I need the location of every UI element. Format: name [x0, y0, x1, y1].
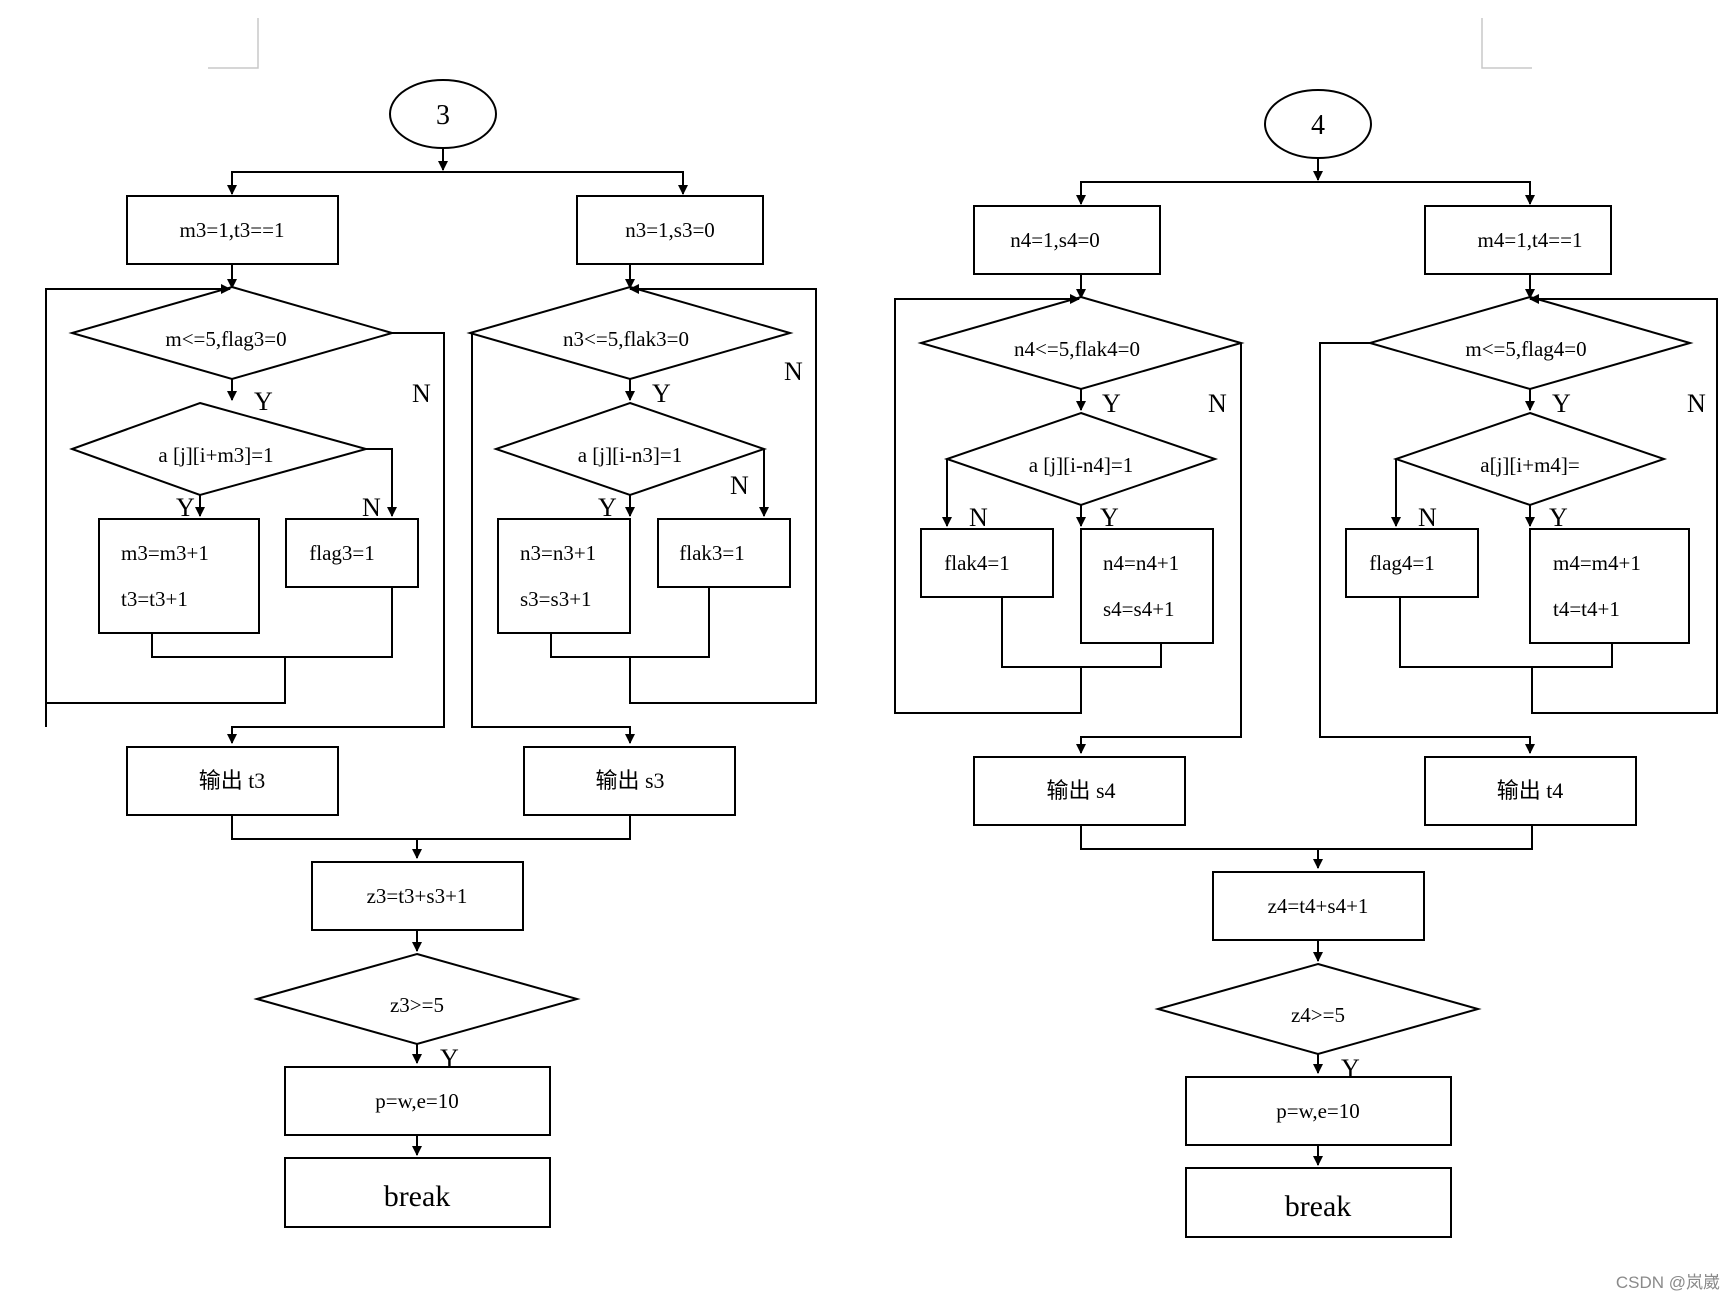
n4-cell-check-text: a [j][i-n4]=1 [1029, 453, 1134, 477]
break-box-3 [284, 1157, 551, 1228]
flak4-text: flak4=1 [944, 551, 1010, 575]
output-t4-box [1424, 756, 1637, 826]
m4-cell-check-text: a[j][i+m4]= [1480, 453, 1579, 477]
output-s3-text: 输出 s3 [595, 768, 664, 793]
n3-cell-check-text: a [j][i-n3]=1 [578, 443, 683, 467]
n4-init-box [973, 205, 1161, 275]
yes-label: Y [440, 1044, 459, 1073]
n3-init-box [576, 195, 764, 265]
yes-label: Y [254, 387, 273, 416]
watermark: CSDN @岚崴 [1616, 1273, 1720, 1292]
connector-3-label: 3 [436, 100, 450, 131]
no-label: N [969, 503, 988, 532]
page-corner-marks [208, 18, 1532, 69]
n3-loop-condition-text: n3<=5,flak3=0 [563, 327, 689, 351]
m3-increment-text: m3=m3+1 [121, 541, 209, 565]
flag3-box [285, 518, 419, 588]
break-text-4: break [1285, 1190, 1352, 1223]
flak3-text: flak3=1 [679, 541, 745, 565]
z3-condition-text: z3>=5 [390, 993, 444, 1017]
output-t4-text: 输出 t4 [1497, 778, 1564, 803]
z4-sum-text: z4=t4+s4+1 [1268, 894, 1369, 918]
no-label: N [1208, 389, 1227, 418]
yes-label: Y [176, 493, 195, 522]
t3-increment-text: t3=t3+1 [121, 587, 188, 611]
assign-text-4: p=w,e=10 [1276, 1099, 1360, 1123]
m3-init-box [126, 195, 339, 265]
m4-loop-condition-text: m<=5,flag4=0 [1465, 337, 1586, 361]
yes-label: Y [652, 379, 671, 408]
yes-label: Y [1549, 503, 1568, 532]
break-box-4 [1185, 1167, 1452, 1238]
flowchart-4: 4 n4=1,s4=0 n4<=5,flak4=0 Y a [j][i-n4]=… [894, 89, 1718, 1238]
n4-loop-condition-text: n4<=5,flak4=0 [1014, 337, 1140, 361]
assign-box-3 [284, 1066, 551, 1136]
z3-sum-box [311, 861, 524, 931]
n4-init-text: n4=1,s4=0 [1010, 228, 1100, 252]
yes-label: Y [1341, 1054, 1360, 1083]
output-t3-box [126, 746, 339, 816]
no-label: N [1418, 503, 1437, 532]
m3-increment-box [98, 518, 260, 634]
n3-init-text: n3=1,s3=0 [625, 218, 715, 242]
m4-increment-text: m4=m4+1 [1553, 551, 1641, 575]
flak4-box [920, 528, 1054, 598]
z4-sum-box [1212, 871, 1425, 941]
break-text-3: break [384, 1180, 451, 1213]
yes-label: Y [598, 493, 617, 522]
yes-label: Y [1552, 389, 1571, 418]
t4-increment-text: t4=t4+1 [1553, 597, 1620, 621]
flag3-text: flag3=1 [309, 541, 375, 565]
m4-increment-box [1529, 528, 1690, 644]
output-t3-text: 输出 t3 [199, 768, 266, 793]
n3-increment-box [497, 518, 631, 634]
flag4-box [1345, 528, 1479, 598]
z3-sum-text: z3=t3+s3+1 [367, 884, 468, 908]
yes-label: Y [1102, 389, 1121, 418]
n4-increment-box [1080, 528, 1214, 644]
connector-4-label: 4 [1311, 110, 1325, 141]
m3-cell-check-text: a [j][i+m3]=1 [158, 443, 273, 467]
output-s4-box [973, 756, 1186, 826]
z4-condition-text: z4>=5 [1291, 1003, 1345, 1027]
flowchart-3: 3 m3=1,t3==1 m<=5,flag3=0 Y a [j][i+m3]=… [45, 79, 817, 1228]
no-label: N [730, 471, 749, 500]
flag4-text: flag4=1 [1369, 551, 1435, 575]
m3-loop-condition-text: m<=5,flag3=0 [165, 327, 286, 351]
m4-init-box [1424, 205, 1612, 275]
no-label: N [362, 493, 381, 522]
assign-text-3: p=w,e=10 [375, 1089, 459, 1113]
flak3-box [657, 518, 791, 588]
output-s4-text: 输出 s4 [1046, 778, 1115, 803]
m4-init-text: m4=1,t4==1 [1478, 228, 1583, 252]
no-label: N [784, 357, 803, 386]
s4-increment-text: s4=s4+1 [1103, 597, 1175, 621]
n3-increment-text: n3=n3+1 [520, 541, 596, 565]
s3-increment-text: s3=s3+1 [520, 587, 592, 611]
yes-label: Y [1100, 503, 1119, 532]
m3-init-text: m3=1,t3==1 [180, 218, 285, 242]
n4-increment-text: n4=n4+1 [1103, 551, 1179, 575]
no-label: N [412, 379, 431, 408]
no-label: N [1687, 389, 1706, 418]
